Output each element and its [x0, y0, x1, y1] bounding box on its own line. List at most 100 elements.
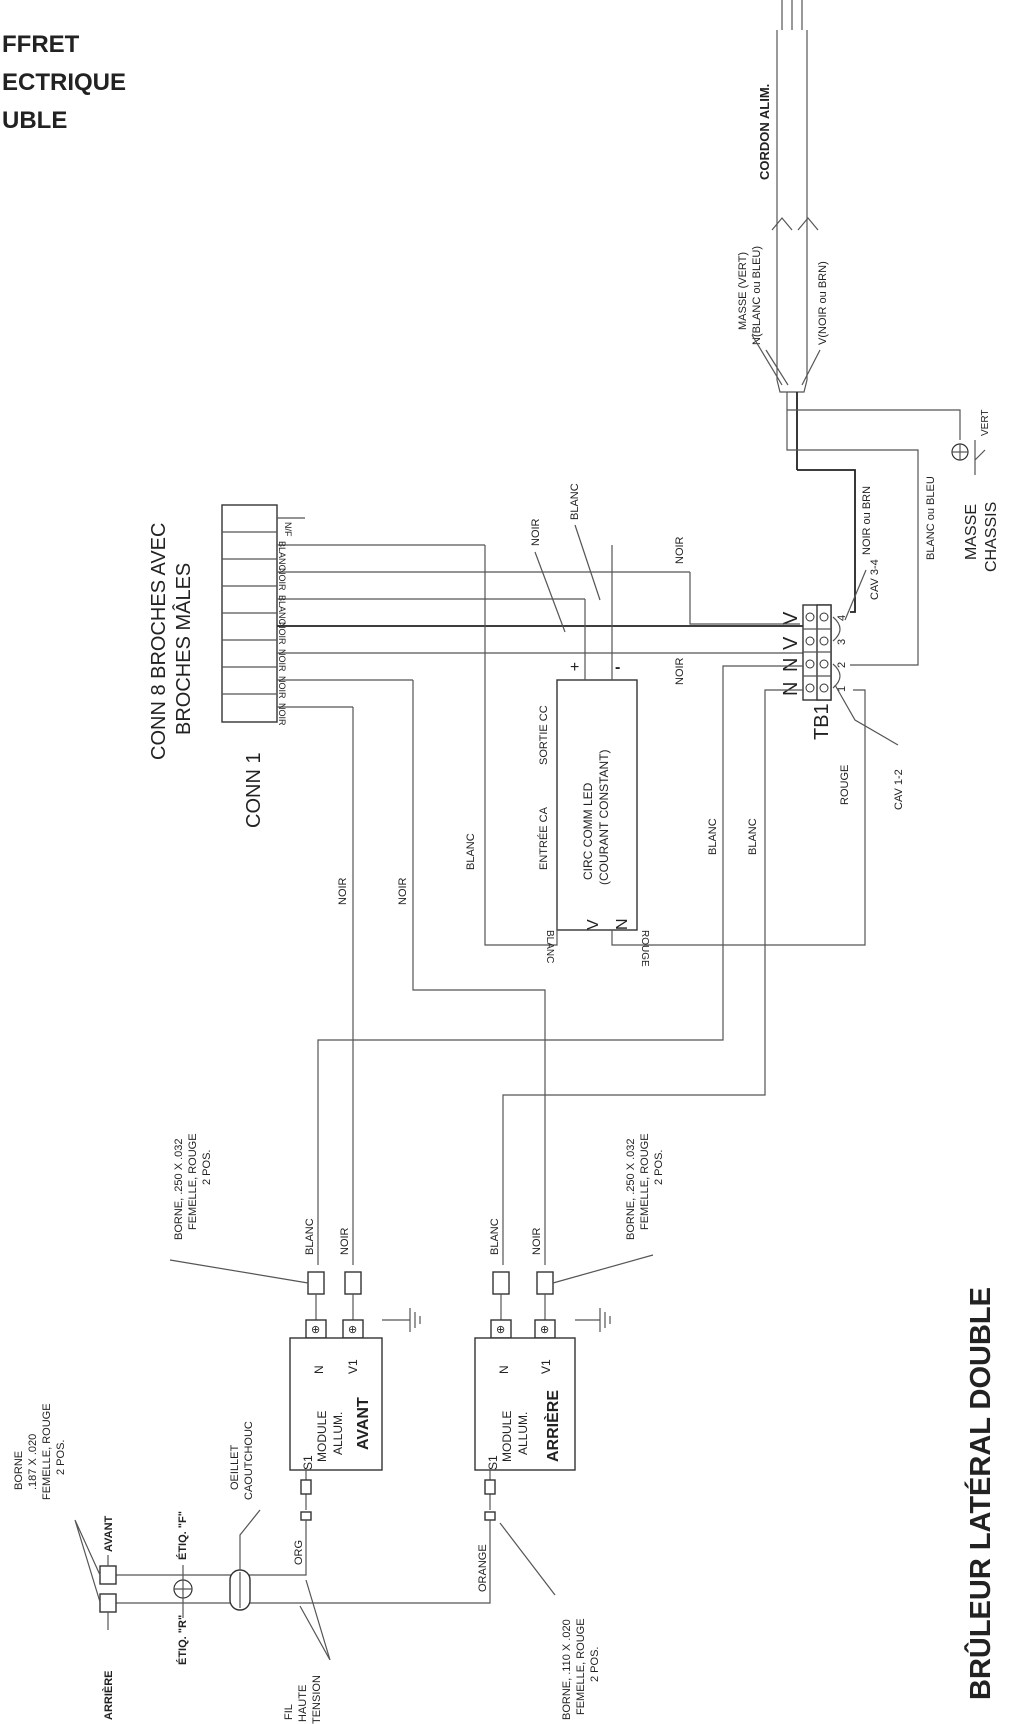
svg-text:⊕: ⊕ — [496, 1324, 505, 1336]
pin-1-label: N/F — [283, 522, 293, 537]
svg-text:⊕: ⊕ — [311, 1324, 320, 1336]
front-noir-label: NOIR — [339, 1227, 351, 1255]
rear-module-v1: V1 — [539, 1359, 553, 1374]
electrode-terminal-spec-3: FEMELLE, ROUGE — [41, 1403, 53, 1500]
pin-4-label: BLANC — [277, 595, 287, 626]
front-terminal-spec-3: 2 POS. — [201, 1150, 213, 1185]
header-line-3: UBLE — [2, 107, 67, 134]
front-terminal-spec-1: BORNE, .250 X .032 — [173, 1139, 185, 1241]
rear-electrode-terminal — [99, 1593, 117, 1613]
power-cord — [771, 0, 819, 470]
ht-wire-label-3: TENSION — [311, 1675, 323, 1724]
rear-ignition-module — [474, 1337, 576, 1471]
diagram-title: BRÛLEUR LATÉRAL DOUBLE — [963, 1287, 997, 1700]
led-n-return-label: ROUGE — [639, 930, 650, 967]
pin-8-label: NOIR — [277, 703, 287, 726]
tb1-cav-34: CAV 3-4 — [869, 559, 881, 600]
chassis-ground-color: VERT — [980, 410, 991, 437]
tb1-pos-3: 3 — [836, 639, 848, 645]
front-module-label-2: ALLUM. — [331, 1412, 345, 1455]
rear-n-terminal — [492, 1271, 510, 1295]
pin-7-label: NOIR — [277, 676, 287, 699]
chassis-label-2: CHASSIS — [983, 502, 1000, 572]
blanc-wire-2-label: BLANC — [747, 818, 759, 855]
tb1-v-1: V — [780, 611, 802, 625]
front-terminal-spec-2: FEMELLE, ROUGE — [187, 1133, 199, 1230]
front-blanc-label: BLANC — [304, 1218, 316, 1255]
pin-2-label: BLANC — [277, 541, 287, 572]
ht-wire-label-2: HAUTE — [297, 1685, 309, 1722]
led-driver-box — [556, 679, 638, 931]
noir-wire-2-label: NOIR — [397, 877, 409, 905]
rear-v1-terminal — [536, 1271, 554, 1295]
led-input-return-label: BLANC — [544, 930, 555, 963]
rear-module-name: ARRIÈRE — [543, 1390, 562, 1462]
led-plus-wire-label: NOIR — [530, 518, 542, 546]
connector-conn1 — [221, 504, 278, 723]
front-module-n: N — [312, 1365, 326, 1374]
etiq-r-label: ÉTIQ. "R" — [176, 1615, 189, 1665]
led-driver-v: V — [585, 919, 602, 930]
svg-text:⊕: ⊕ — [348, 1324, 357, 1336]
rear-module-n: N — [497, 1365, 511, 1374]
electrode-arriere-label: ARRIÈRE — [102, 1670, 115, 1720]
front-n-terminal — [307, 1271, 325, 1295]
front-module-label-1: MODULE — [315, 1411, 329, 1462]
rear-terminal-spec-3: 2 POS. — [653, 1150, 665, 1185]
line-wire-label: V(NOIR ou BRN) — [817, 261, 829, 345]
rear-terminal-spec-2: FEMELLE, ROUGE — [639, 1133, 651, 1230]
org-wire-label: ORG — [293, 1540, 305, 1565]
connector-title-2: BROCHES MÂLES — [172, 563, 195, 735]
noir-wire-1-label: NOIR — [337, 877, 349, 905]
tb1-pos-1: 1 — [836, 686, 848, 692]
ground-wire-label: MASSE (VERT) — [737, 252, 749, 330]
front-v1-terminal — [344, 1271, 362, 1295]
electrode-terminal-spec-2: .187 X .020 — [27, 1434, 39, 1490]
electrode-terminal-spec-4: 2 POS. — [55, 1440, 67, 1475]
ht-wire-label-1: FIL — [283, 1704, 295, 1720]
header-line-2: ECTRIQUE — [2, 69, 126, 96]
front-module-s1: S1 — [301, 1455, 315, 1470]
connector-title-1: CONN 8 BROCHES AVEC — [148, 523, 170, 760]
orange-wire-label: ORANGE — [477, 1544, 489, 1592]
front-ignition-module — [289, 1337, 383, 1471]
chassis-label-1: MASSE — [963, 504, 980, 560]
led-driver-line-1: CIRC COMM LED — [581, 782, 595, 880]
tb1-pos-4: 4 — [836, 615, 848, 621]
connector-name: CONN 1 — [243, 752, 265, 828]
ht-terminal-spec-3: 2 POS. — [589, 1647, 601, 1682]
grommet-label-2: CAOUTCHOUC — [243, 1421, 255, 1500]
tb1-v-2: V — [780, 636, 802, 650]
front-module-name: AVANT — [355, 1397, 372, 1450]
neutral-run-label: BLANC ou BLEU — [925, 476, 937, 560]
led-driver-line-2: (COURANT CONSTANT) — [597, 749, 611, 885]
grommet-label-1: OEILLET — [229, 1444, 241, 1490]
electrode-terminal-spec-1: BORNE — [13, 1451, 25, 1490]
line-run-label: NOIR ou BRN — [861, 486, 873, 555]
rear-module-label-1: MODULE — [500, 1411, 514, 1462]
tb1-name: TB1 — [811, 703, 833, 740]
rouge-wire-label: ROUGE — [839, 765, 851, 805]
rear-noir-label: NOIR — [531, 1227, 543, 1255]
led-driver-output: SORTIE CC — [538, 705, 550, 765]
led-driver-n: N — [614, 918, 631, 930]
tb1-pos-2: 2 — [836, 662, 848, 668]
rear-blanc-label: BLANC — [489, 1218, 501, 1255]
led-driver-minus: - — [615, 659, 620, 676]
tb1-n-2: N — [780, 682, 802, 696]
noir-mid-wire-label: NOIR — [674, 657, 686, 685]
terminal-block-tb1 — [802, 604, 841, 701]
blanc-wire-1-label: BLANC — [707, 818, 719, 855]
led-driver-input: ENTRÉE CA — [537, 806, 550, 870]
etiq-f-label: ÉTIQ. "F" — [176, 1511, 189, 1560]
led-driver-plus: + — [570, 659, 579, 676]
pin-5-label: NOIR — [277, 622, 287, 645]
ht-terminal-spec-2: FEMELLE, ROUGE — [575, 1618, 587, 1715]
front-electrode-terminal — [99, 1565, 117, 1585]
led-input-wire-label: BLANC — [465, 833, 477, 870]
ht-terminal-spec-1: BORNE, .110 X .020 — [561, 1619, 573, 1720]
rear-module-s1: S1 — [486, 1455, 500, 1470]
electrode-avant-label: AVANT — [103, 1515, 115, 1552]
header-line-1: FFRET — [2, 31, 80, 58]
